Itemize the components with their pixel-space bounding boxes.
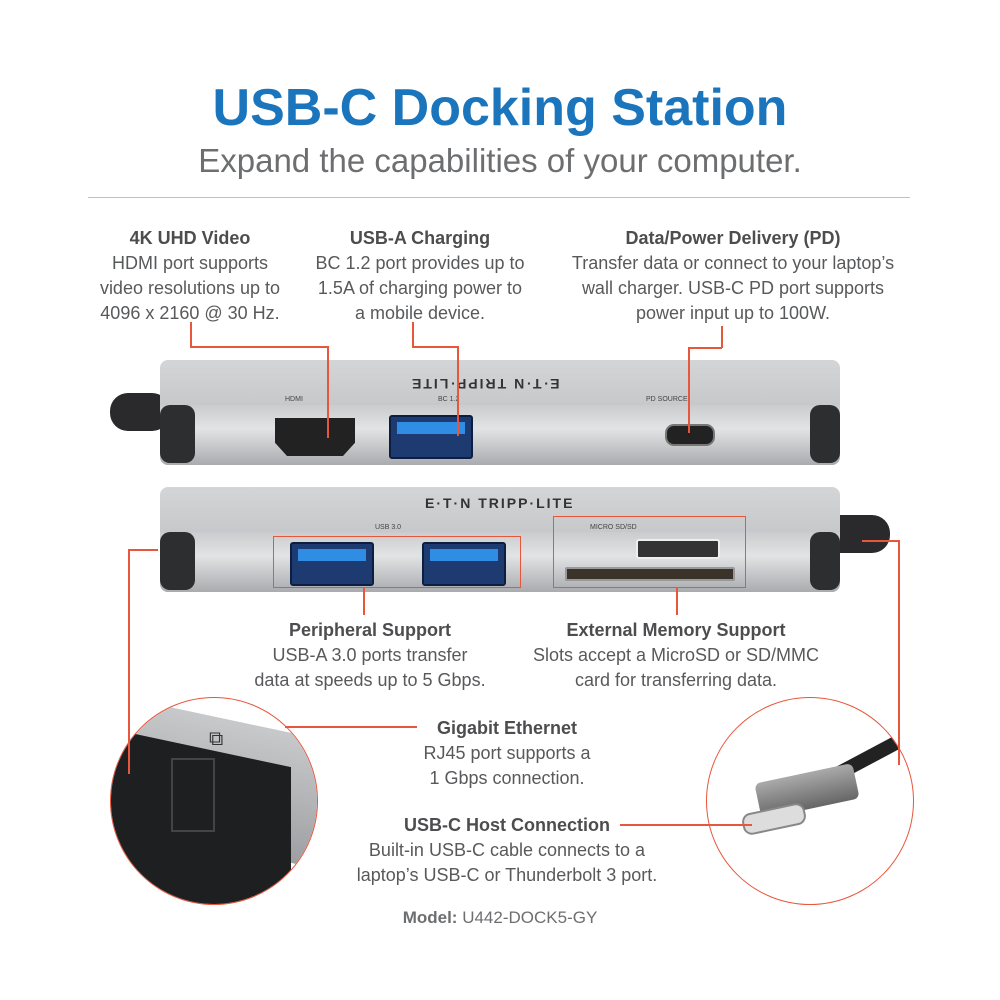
feature-line: data at speeds up to 5 Gbps. xyxy=(254,670,486,690)
usb-a-3-port xyxy=(422,542,506,586)
usb-c-pd-port xyxy=(665,424,715,446)
feature-line: laptop’s USB-C or Thunderbolt 3 port. xyxy=(356,865,658,885)
feature-4k-video: 4K UHD Video HDMI port supports video re… xyxy=(60,226,320,326)
sd-slot xyxy=(565,567,735,581)
usb-c-plug-closeup xyxy=(706,697,914,905)
feature-title: Peripheral Support xyxy=(288,620,452,640)
ethernet-closeup: ⧉ xyxy=(110,697,318,905)
feature-peripheral-support: Peripheral Support USB-A 3.0 ports trans… xyxy=(220,618,520,693)
feature-line: 1 Gbps connection. xyxy=(429,768,585,788)
brand-logo: E·T·N TRIPP·LITE xyxy=(410,376,560,392)
model-value: U442-DOCK5-GY xyxy=(462,908,598,927)
feature-line: wall charger. USB-C PD port supports xyxy=(581,278,885,298)
feature-gigabit-ethernet: Gigabit Ethernet RJ45 port supports a 1 … xyxy=(357,716,657,791)
port-label: PD SOURCE xyxy=(646,396,688,403)
divider xyxy=(88,197,910,198)
usb-a-port xyxy=(389,415,473,459)
feature-line: Transfer data or connect to your laptop’… xyxy=(571,253,895,273)
feature-line: Built-in USB-C cable connects to a xyxy=(368,840,646,860)
feature-line: power input up to 100W. xyxy=(635,303,831,323)
feature-line: card for transferring data. xyxy=(574,670,778,690)
model-label: Model: xyxy=(402,908,458,927)
feature-external-memory: External Memory Support Slots accept a M… xyxy=(506,618,846,693)
callout-box-card xyxy=(553,516,746,588)
network-icon: ⧉ xyxy=(209,728,224,750)
feature-title: 4K UHD Video xyxy=(129,228,251,248)
feature-line: 4096 x 2160 @ 30 Hz. xyxy=(100,303,280,323)
rj45-port xyxy=(171,758,215,832)
feature-line: Slots accept a MicroSD or SD/MMC xyxy=(532,645,820,665)
feature-line: video resolutions up to xyxy=(99,278,281,298)
port-label: MICRO SD/SD xyxy=(590,524,637,531)
page-title: USB-C Docking Station xyxy=(212,79,788,137)
feature-title: Gigabit Ethernet xyxy=(436,718,577,738)
feature-line: USB-A 3.0 ports transfer xyxy=(272,645,468,665)
usb-a-3-port xyxy=(290,542,374,586)
port-label: BC 1.2 xyxy=(438,396,460,403)
dock-top-view: E·T·N TRIPP·LITE HDMI BC 1.2 PD SOURCE xyxy=(160,360,840,465)
page-subtitle: Expand the capabilities of your computer… xyxy=(198,142,802,179)
feature-line: HDMI port supports xyxy=(111,253,269,273)
feature-title: Data/Power Delivery (PD) xyxy=(625,228,841,248)
model-number: Model: U442-DOCK5-GY xyxy=(0,908,1000,928)
feature-line: 1.5A of charging power to xyxy=(317,278,523,298)
feature-power-delivery: Data/Power Delivery (PD) Transfer data o… xyxy=(543,226,923,326)
port-label: USB 3.0 xyxy=(375,524,402,531)
feature-title: External Memory Support xyxy=(566,620,786,640)
feature-line: BC 1.2 port provides up to xyxy=(315,253,525,273)
port-label: HDMI xyxy=(285,396,303,403)
feature-line: a mobile device. xyxy=(354,303,486,323)
feature-usb-c-host: USB-C Host Connection Built-in USB-C cab… xyxy=(327,813,687,888)
usb-c-connector xyxy=(740,801,808,837)
hdmi-port xyxy=(275,418,355,456)
feature-usb-a-charging: USB-A Charging BC 1.2 port provides up t… xyxy=(290,226,550,326)
brand-logo: E·T·N TRIPP·LITE xyxy=(425,495,575,511)
feature-title: USB-C Host Connection xyxy=(404,815,610,835)
callout-box-usb xyxy=(273,536,521,588)
microsd-slot xyxy=(636,539,720,559)
feature-line: RJ45 port supports a xyxy=(423,743,591,763)
feature-title: USB-A Charging xyxy=(349,228,491,248)
